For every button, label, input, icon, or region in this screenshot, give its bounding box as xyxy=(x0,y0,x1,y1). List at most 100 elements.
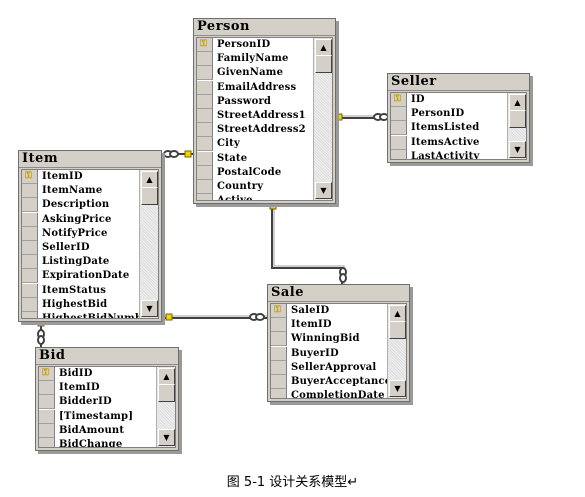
column-row[interactable]: AskingPrice xyxy=(22,212,139,227)
row-selector[interactable] xyxy=(22,184,38,199)
column-row[interactable]: BidChange xyxy=(39,437,156,447)
scroll-thumb[interactable] xyxy=(509,110,526,128)
column-row[interactable]: ExpirationDate xyxy=(22,269,139,284)
table-title[interactable]: Bid xyxy=(36,348,178,365)
column-row[interactable]: ListingDate xyxy=(22,255,139,270)
row-selector[interactable] xyxy=(391,121,407,136)
column-row[interactable]: PersonID xyxy=(391,107,507,122)
row-selector[interactable] xyxy=(197,52,213,67)
scroll-thumb[interactable] xyxy=(158,384,175,402)
vertical-scrollbar[interactable]: ▲ ▼ xyxy=(156,367,175,447)
scroll-down-arrow-icon[interactable]: ▼ xyxy=(315,182,332,199)
table-title[interactable]: Sale xyxy=(268,285,409,302)
row-selector[interactable] xyxy=(271,318,287,333)
column-row[interactable]: ⚿BidID xyxy=(39,367,156,381)
vertical-scrollbar[interactable]: ▲ ▼ xyxy=(313,38,332,200)
row-selector[interactable] xyxy=(22,283,38,298)
scroll-down-arrow-icon[interactable]: ▼ xyxy=(509,141,526,158)
row-selector[interactable] xyxy=(39,381,55,396)
row-selector[interactable]: ⚿ xyxy=(39,367,55,381)
row-selector[interactable] xyxy=(197,179,213,194)
column-row[interactable]: Active xyxy=(197,194,313,200)
row-selector[interactable] xyxy=(197,151,213,166)
scroll-up-arrow-icon[interactable]: ▲ xyxy=(141,171,158,188)
column-row[interactable]: ⚿PersonID xyxy=(197,38,313,52)
column-row[interactable]: ItemID xyxy=(39,381,156,396)
row-selector[interactable] xyxy=(197,108,213,123)
column-row[interactable]: ⚿ID xyxy=(391,93,507,107)
column-row[interactable]: BidderID xyxy=(39,395,156,410)
row-selector[interactable] xyxy=(22,212,38,227)
row-selector[interactable] xyxy=(197,194,213,200)
row-selector[interactable] xyxy=(22,311,38,318)
row-selector[interactable] xyxy=(39,423,55,438)
column-row[interactable]: ItemStatus xyxy=(22,283,139,298)
row-selector[interactable] xyxy=(271,346,287,361)
scroll-down-arrow-icon[interactable]: ▼ xyxy=(141,300,158,317)
table-title[interactable]: Person xyxy=(194,19,335,36)
column-row[interactable]: FamilyName xyxy=(197,52,313,67)
row-selector[interactable] xyxy=(391,135,407,150)
column-row[interactable]: CompletionDate xyxy=(271,389,387,398)
row-selector[interactable] xyxy=(391,149,407,159)
column-row[interactable]: HighestBid xyxy=(22,297,139,312)
row-selector[interactable]: ⚿ xyxy=(271,304,287,318)
column-row[interactable]: Country xyxy=(197,179,313,194)
row-selector[interactable] xyxy=(271,389,287,398)
column-row[interactable]: NotifyPrice xyxy=(22,226,139,241)
row-selector[interactable] xyxy=(271,360,287,375)
row-selector[interactable] xyxy=(39,437,55,447)
row-selector[interactable] xyxy=(39,409,55,424)
column-row[interactable]: ItemName xyxy=(22,184,139,199)
column-row[interactable]: ItemID xyxy=(271,318,387,333)
column-row[interactable]: EmailAddress xyxy=(197,80,313,95)
column-row[interactable]: WinningBid xyxy=(271,332,387,347)
column-row[interactable]: Description xyxy=(22,198,139,213)
column-row[interactable]: BidAmount xyxy=(39,423,156,438)
row-selector[interactable] xyxy=(271,332,287,347)
table-title[interactable]: Seller xyxy=(388,74,529,91)
scroll-up-arrow-icon[interactable]: ▲ xyxy=(315,39,332,56)
row-selector[interactable] xyxy=(197,123,213,138)
row-selector[interactable] xyxy=(197,80,213,95)
column-row[interactable]: StreetAddress2 xyxy=(197,123,313,138)
vertical-scrollbar[interactable]: ▲ ▼ xyxy=(139,170,158,318)
column-row[interactable]: City xyxy=(197,137,313,152)
scroll-thumb[interactable] xyxy=(389,321,406,339)
row-selector[interactable] xyxy=(39,395,55,410)
column-row[interactable]: ItemsActive xyxy=(391,135,507,150)
row-selector[interactable] xyxy=(197,94,213,109)
row-selector[interactable] xyxy=(22,269,38,284)
row-selector[interactable] xyxy=(22,255,38,270)
row-selector[interactable] xyxy=(391,107,407,122)
row-selector[interactable] xyxy=(22,297,38,312)
column-row[interactable]: ⚿SaleID xyxy=(271,304,387,318)
column-row[interactable]: Password xyxy=(197,94,313,109)
row-selector[interactable] xyxy=(22,226,38,241)
row-selector[interactable] xyxy=(197,66,213,81)
row-selector[interactable] xyxy=(197,165,213,180)
column-row[interactable]: [Timestamp] xyxy=(39,409,156,424)
vertical-scrollbar[interactable]: ▲ ▼ xyxy=(387,304,406,398)
scroll-down-arrow-icon[interactable]: ▼ xyxy=(389,380,406,397)
row-selector[interactable] xyxy=(22,240,38,255)
row-selector[interactable]: ⚿ xyxy=(391,93,407,107)
column-row[interactable]: HighestBidNumb xyxy=(22,311,139,318)
row-selector[interactable]: ⚿ xyxy=(197,38,213,52)
column-row[interactable]: GivenName xyxy=(197,66,313,81)
column-row[interactable]: BuyerID xyxy=(271,346,387,361)
column-row[interactable]: State xyxy=(197,151,313,166)
scroll-up-arrow-icon[interactable]: ▲ xyxy=(158,368,175,385)
column-row[interactable]: BuyerAcceptance xyxy=(271,374,387,389)
row-selector[interactable] xyxy=(22,198,38,213)
column-row[interactable]: SellerApproval xyxy=(271,360,387,375)
row-selector[interactable] xyxy=(271,374,287,389)
scroll-thumb[interactable] xyxy=(315,55,332,73)
column-row[interactable]: SellerID xyxy=(22,240,139,255)
column-row[interactable]: ItemsListed xyxy=(391,121,507,136)
